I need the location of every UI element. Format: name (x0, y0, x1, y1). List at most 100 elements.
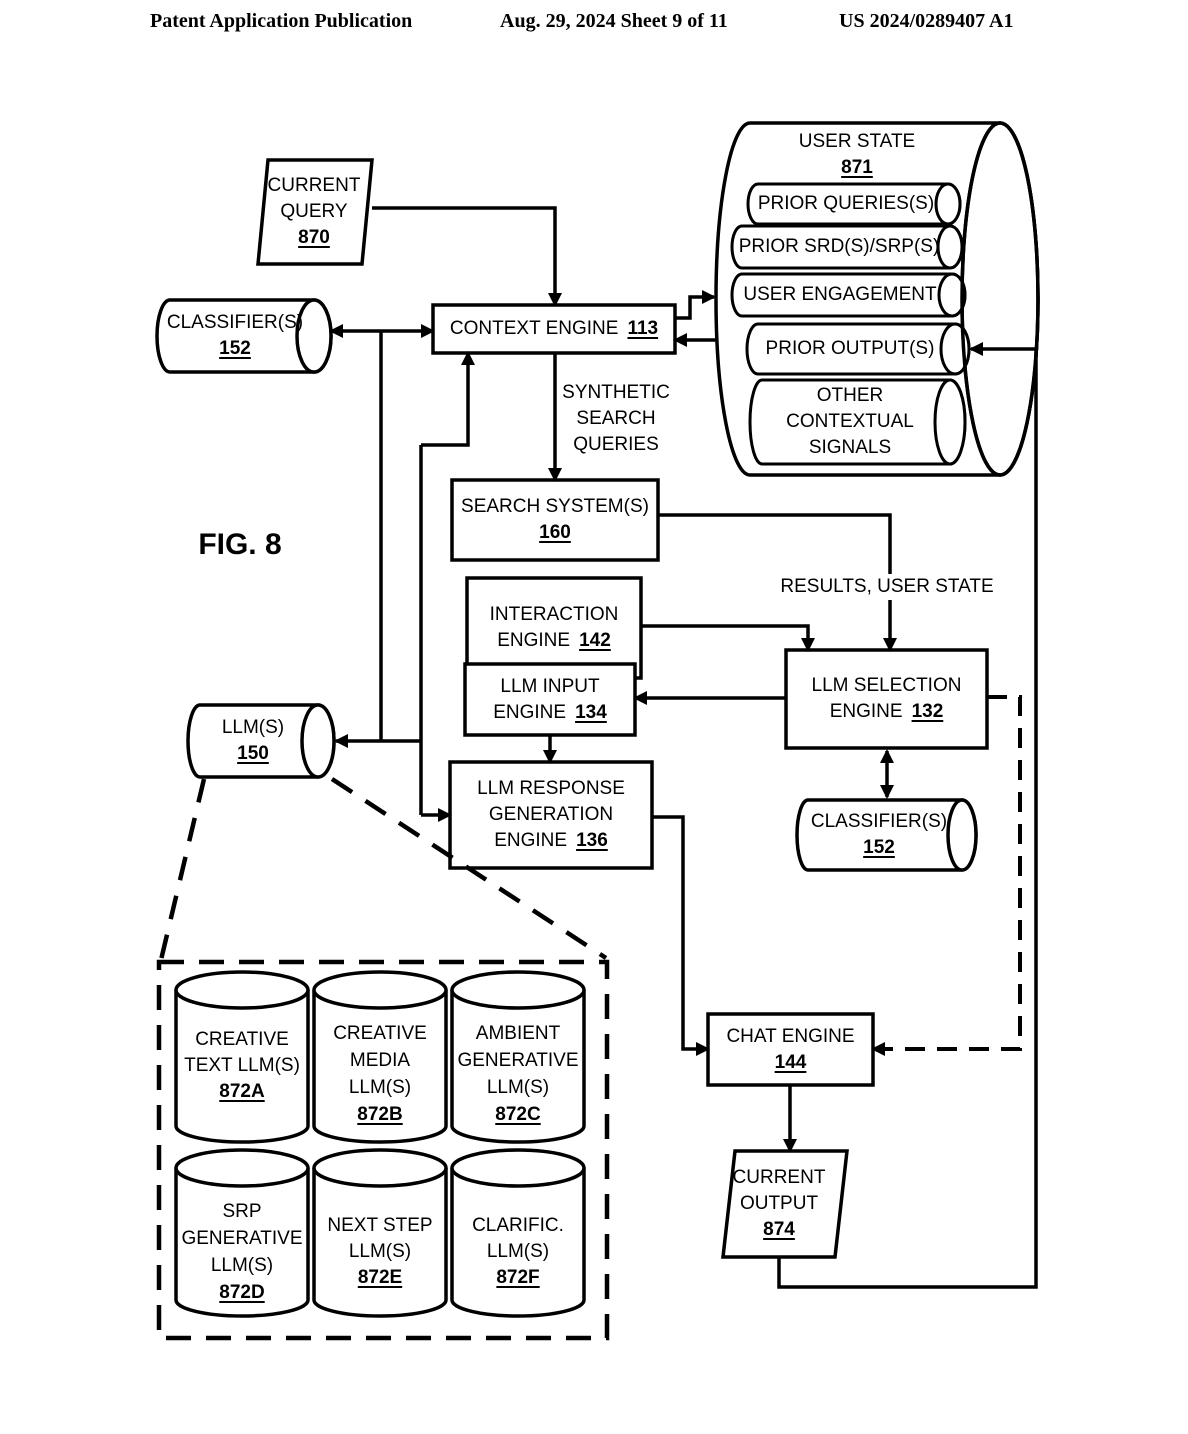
ambient-generative-llm-node: AMBIENT GENERATIVE LLM(S) 872C (452, 1018, 584, 1130)
creative-text-llm-ref: 872A (219, 1081, 265, 1102)
classifier-left-ref: 152 (219, 338, 251, 359)
creative-text-llm-node: CREATIVE TEXT LLM(S) 872A (176, 1024, 308, 1108)
next-step-llm-cylinder-top (312, 1148, 448, 1188)
header-publication: Patent Application Publication (150, 10, 413, 32)
other-contextual-signals-cylinder-cap (933, 378, 967, 466)
prior-queries-label: PRIOR QUERIES(S) (757, 193, 935, 214)
dashed-arrow-llm-selection-to-chat-engine (871, 695, 1022, 1056)
classifier-right-cylinder-cap (946, 798, 978, 872)
srp-generative-llm-cylinder (174, 1168, 310, 1318)
clarific-llm-label: CLARIFIC. (472, 1215, 564, 1236)
llm-response-engine-node: LLM RESPONSE GENERATION ENGINE 136 (450, 762, 652, 868)
arrow-context-engine-to-user-state (675, 290, 716, 320)
user-engagement-item: USER ENGAGEMENT (740, 274, 940, 316)
context-engine-box (431, 303, 677, 355)
ambient-generative-llm-cylinder (450, 990, 586, 1144)
arrow-llms-to-context-engine (421, 351, 475, 447)
current-query-parallelogram (256, 158, 374, 266)
other-contextual-signals-label: SIGNALS (808, 437, 892, 458)
interaction-engine-ref: 142 (579, 630, 611, 651)
context-engine-label: CONTEXT ENGINE (449, 318, 619, 339)
interaction-engine-label: INTERACTION (489, 604, 619, 625)
creative-text-llm-label: TEXT LLM(S) (184, 1055, 300, 1076)
edge-label-line: SYNTHETIC (562, 382, 670, 403)
next-step-llm-node: NEXT STEP LLM(S) 872E (314, 1210, 446, 1294)
other-contextual-signals-label: CONTEXTUAL (786, 411, 914, 432)
current-query-ref: 870 (298, 227, 330, 248)
arrow-current-query-to-context-engine (372, 206, 562, 307)
current-query-label: QUERY (280, 201, 348, 222)
srp-generative-llm-node: SRP GENERATIVE LLM(S) 872D (176, 1196, 308, 1308)
llm-response-engine-label: ENGINE (494, 830, 568, 851)
llm-input-engine-label: LLM INPUT (500, 675, 600, 697)
next-step-llm-label: LLM(S) (348, 1241, 412, 1262)
llm-input-engine-label: ENGINE (493, 701, 567, 723)
search-systems-ref: 160 (539, 522, 571, 543)
classifier-right-ref: 152 (863, 837, 895, 858)
llm-input-engine-ref: 134 (575, 701, 607, 723)
edge-label-line: SEARCH (576, 408, 656, 429)
clarific-llm-cylinder (450, 1168, 586, 1318)
other-contextual-signals-item: OTHER CONTEXTUAL SIGNALS (762, 380, 938, 464)
prior-queries-cylinder-cap (934, 182, 962, 226)
ambient-generative-llm-label: LLM(S) (486, 1077, 550, 1098)
srp-generative-llm-label: LLM(S) (210, 1255, 274, 1276)
context-engine-node: CONTEXT ENGINE 113 (433, 305, 675, 353)
creative-text-llm-cylinder (174, 990, 310, 1144)
llm-response-engine-label: GENERATION (488, 804, 614, 825)
llm-input-engine-node: LLM INPUT ENGINE 134 (465, 664, 635, 735)
clarific-llm-label: LLM(S) (486, 1241, 550, 1262)
llms-ref: 150 (237, 743, 269, 764)
current-output-label: OUTPUT (739, 1193, 819, 1214)
prior-srd-srp-label: PRIOR SRD(S)/SRP(S) (738, 236, 940, 257)
edge-label-line: QUERIES (573, 434, 659, 455)
arrow-interaction-engine-to-llm-selection (641, 624, 815, 652)
creative-media-llm-label: MEDIA (349, 1050, 411, 1071)
llm-selection-engine-label: ENGINE (829, 701, 903, 722)
current-output-ref: 874 (763, 1219, 795, 1240)
synthetic-search-queries-label: SYNTHETIC SEARCH QUERIES (556, 376, 676, 462)
current-output-parallelogram (721, 1149, 849, 1259)
clarific-llm-cylinder-top (450, 1148, 586, 1188)
prior-queries-item: PRIOR QUERIES(S) (756, 184, 936, 224)
clarific-llm-node: CLARIFIC. LLM(S) 872F (452, 1210, 584, 1294)
creative-media-llm-node: CREATIVE MEDIA LLM(S) 872B (314, 1018, 446, 1130)
context-engine-ref: 113 (627, 318, 659, 339)
other-contextual-signals-label: OTHER (816, 385, 884, 406)
llm-response-engine-label: LLM RESPONSE (477, 778, 625, 799)
llm-selection-engine-node: LLM SELECTION ENGINE 132 (786, 650, 987, 748)
next-step-llm-cylinder (312, 1168, 448, 1318)
creative-text-llm-cylinder-top (174, 970, 310, 1010)
results-user-state-label: RESULTS, USER STATE (775, 572, 999, 602)
current-query-label: CURRENT (267, 175, 361, 196)
user-engagement-label: USER ENGAGEMENT (743, 284, 937, 305)
next-step-llm-label: NEXT STEP (327, 1215, 433, 1236)
classifier-right-node: CLASSIFIER(S) 152 (806, 800, 952, 870)
chat-engine-node: CHAT ENGINE 144 (708, 1014, 873, 1085)
user-state-title: USER STATE 871 (792, 128, 922, 182)
user-engagement-cylinder-cap (937, 272, 967, 318)
next-step-llm-ref: 872E (357, 1267, 403, 1288)
current-output-label: CURRENT (732, 1167, 826, 1188)
interaction-engine-node: INTERACTION ENGINE 142 (467, 578, 641, 678)
llm-response-engine-ref: 136 (576, 830, 608, 851)
llm-selection-engine-label: LLM SELECTION (811, 675, 962, 696)
classifier-left-label: CLASSIFIER(S) (166, 312, 304, 333)
creative-media-llm-ref: 872B (357, 1104, 403, 1125)
clarific-llm-ref: 872F (496, 1267, 540, 1288)
ambient-generative-llm-label: GENERATIVE (457, 1050, 579, 1071)
srp-generative-llm-label: GENERATIVE (181, 1228, 303, 1249)
classifier-left-node: CLASSIFIER(S) 152 (166, 302, 304, 370)
prior-outputs-item: PRIOR OUTPUT(S) (754, 324, 946, 374)
interaction-engine-box (465, 576, 643, 680)
llms-label: LLM(S) (221, 717, 285, 738)
prior-outputs-label: PRIOR OUTPUT(S) (765, 338, 935, 359)
srp-generative-llm-cylinder-top (174, 1148, 310, 1188)
current-query-node: CURRENT QUERY 870 (258, 168, 370, 256)
user-state-cap-outline (960, 121, 1040, 477)
llms-expansion-line-right (330, 777, 608, 960)
chat-engine-ref: 144 (774, 1051, 807, 1073)
search-systems-node: SEARCH SYSTEM(S) 160 (452, 480, 658, 560)
